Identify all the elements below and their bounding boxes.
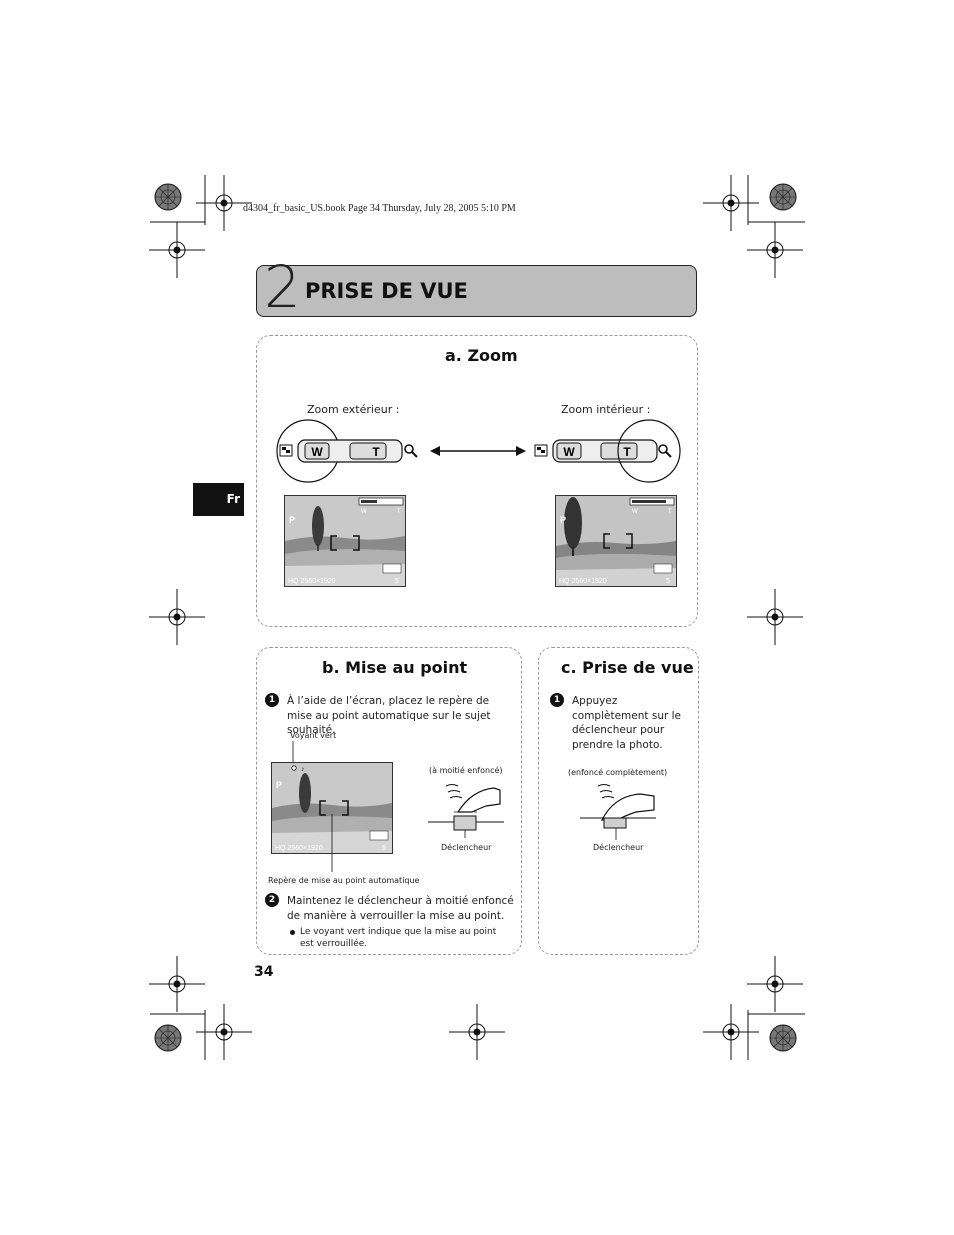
- shoot-section-title: c. Prise de vue: [561, 658, 694, 677]
- chapter-header-bar: [256, 265, 697, 317]
- svg-text:T: T: [668, 509, 672, 515]
- landscape-illustration-zoomed: W T P HQ 2560×1920 5: [556, 496, 676, 586]
- svg-text:T: T: [623, 445, 631, 459]
- svg-text:P: P: [560, 515, 566, 525]
- svg-text:T: T: [397, 509, 401, 515]
- af-mark-leader-line: [331, 814, 333, 872]
- svg-text:P: P: [289, 515, 295, 525]
- svg-text:W: W: [563, 445, 575, 459]
- lever-t-text: T: [372, 445, 380, 459]
- svg-text:5: 5: [395, 578, 399, 585]
- chapter-number: 2: [264, 253, 301, 321]
- shutter-label-b: Déclencheur: [441, 843, 492, 852]
- shoot-step1-number: 1: [550, 693, 564, 707]
- zoom-section-title: a. Zoom: [445, 346, 518, 365]
- lcd-preview-wide: W T P HQ 2560×1920 5: [284, 495, 406, 587]
- focus-section-box: [256, 647, 522, 955]
- focus-step2-text: Maintenez le déclencheur à moitié enfonc…: [287, 895, 514, 922]
- finger-half-press-illustration: [428, 784, 504, 838]
- focus-section-title: b. Mise au point: [322, 658, 468, 677]
- green-lamp-label: Voyant vert: [290, 731, 337, 740]
- page-number: 34: [254, 964, 274, 980]
- language-tab: Fr: [193, 483, 244, 516]
- print-header: d4304_fr_basic_US.book Page 34 Thursday,…: [243, 203, 516, 214]
- zoom-tele-label: Zoom intérieur :: [561, 403, 651, 416]
- landscape-illustration: W T P HQ 2560×1920 5: [285, 496, 405, 586]
- focus-step2-number: 2: [265, 893, 279, 907]
- svg-text:HQ 2560×1920: HQ 2560×1920: [275, 845, 323, 852]
- svg-text:HQ 2560×1920: HQ 2560×1920: [288, 578, 336, 585]
- focus-bullet-text: Le voyant vert indique que la mise au po…: [300, 927, 497, 949]
- double-arrow-icon: [430, 446, 526, 456]
- shoot-step1-text: Appuyez complètement sur le déclencheur …: [572, 695, 681, 751]
- svg-text:HQ 2560×1920: HQ 2560×1920: [559, 578, 607, 585]
- svg-text:P: P: [276, 780, 282, 790]
- lcd-preview-tele: W T P HQ 2560×1920 5: [555, 495, 677, 587]
- af-mark-label: Repère de mise au point automatique: [268, 876, 420, 885]
- shutter-label-c: Déclencheur: [593, 843, 644, 852]
- focus-step1-number: 1: [265, 693, 279, 707]
- svg-text:5: 5: [382, 845, 386, 852]
- lever-w-text: W: [311, 445, 323, 459]
- finger-full-press-illustration: [580, 784, 656, 840]
- shoot-section-box: [538, 647, 699, 955]
- zoom-section-box: [256, 335, 698, 627]
- svg-text:♪: ♪: [301, 766, 305, 773]
- half-press-label: (à moitié enfoncé): [429, 766, 503, 775]
- svg-text:W: W: [632, 509, 638, 515]
- zoom-lever-tele: W T: [534, 419, 681, 483]
- focus-step1-text: À l’aide de l’écran, placez le repère de…: [287, 695, 491, 736]
- bullet-dot: [290, 930, 295, 935]
- full-press-label: (enfoncé complètement): [568, 768, 668, 777]
- zoom-wide-label: Zoom extérieur :: [307, 403, 400, 416]
- zoom-lever-wide: W T: [276, 419, 418, 483]
- svg-text:W: W: [361, 509, 367, 515]
- svg-text:5: 5: [666, 578, 670, 585]
- chapter-title: PRISE DE VUE: [305, 279, 468, 303]
